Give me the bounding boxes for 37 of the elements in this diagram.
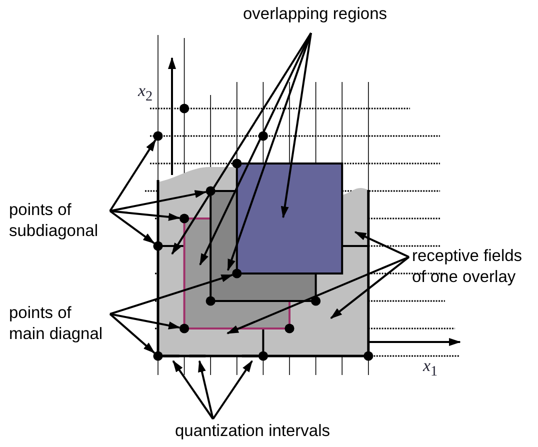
callout-label: overlapping regions [243,4,388,25]
callout-label: points of subdiagonal [9,200,107,242]
grid-point [153,241,163,251]
grid-point [232,268,242,278]
callout-label: receptive fields of one overlay [412,246,530,288]
grid-point [258,131,268,141]
leader-arrow [110,190,207,212]
leader-arrow [109,313,156,354]
leader-arrow [110,274,234,315]
callout-label: quantization intervals [175,421,330,442]
leader-arrow [110,313,181,330]
quantization-interval [189,354,206,358]
leader-arrow [227,32,312,272]
quantization-interval [242,354,258,358]
leader-arrow [110,210,181,221]
leader-arrow [212,360,253,420]
quantization-interval [163,354,180,358]
leader-arrow [109,210,155,244]
leader-arrow [109,139,156,212]
leader-arrow [198,360,214,420]
grid-point [153,131,163,141]
leader-arrow [354,231,410,258]
callout-label: points of main diagnal [9,303,107,345]
grid-point [153,351,163,361]
grid-point [364,351,374,361]
leader-arrow [199,32,312,266]
overlap-region [236,162,344,274]
leader-arrow [171,32,312,255]
leader-arrow [330,256,410,319]
leader-arrow [226,256,410,334]
grid-point [232,158,242,168]
leader-arrow [280,32,312,218]
leader-arrow [172,360,214,420]
axis-label: x$_{2}$ [138,82,153,106]
axis-label: x$_{1}$ [423,357,438,380]
grid-point [258,351,268,361]
grid-point [180,104,190,114]
